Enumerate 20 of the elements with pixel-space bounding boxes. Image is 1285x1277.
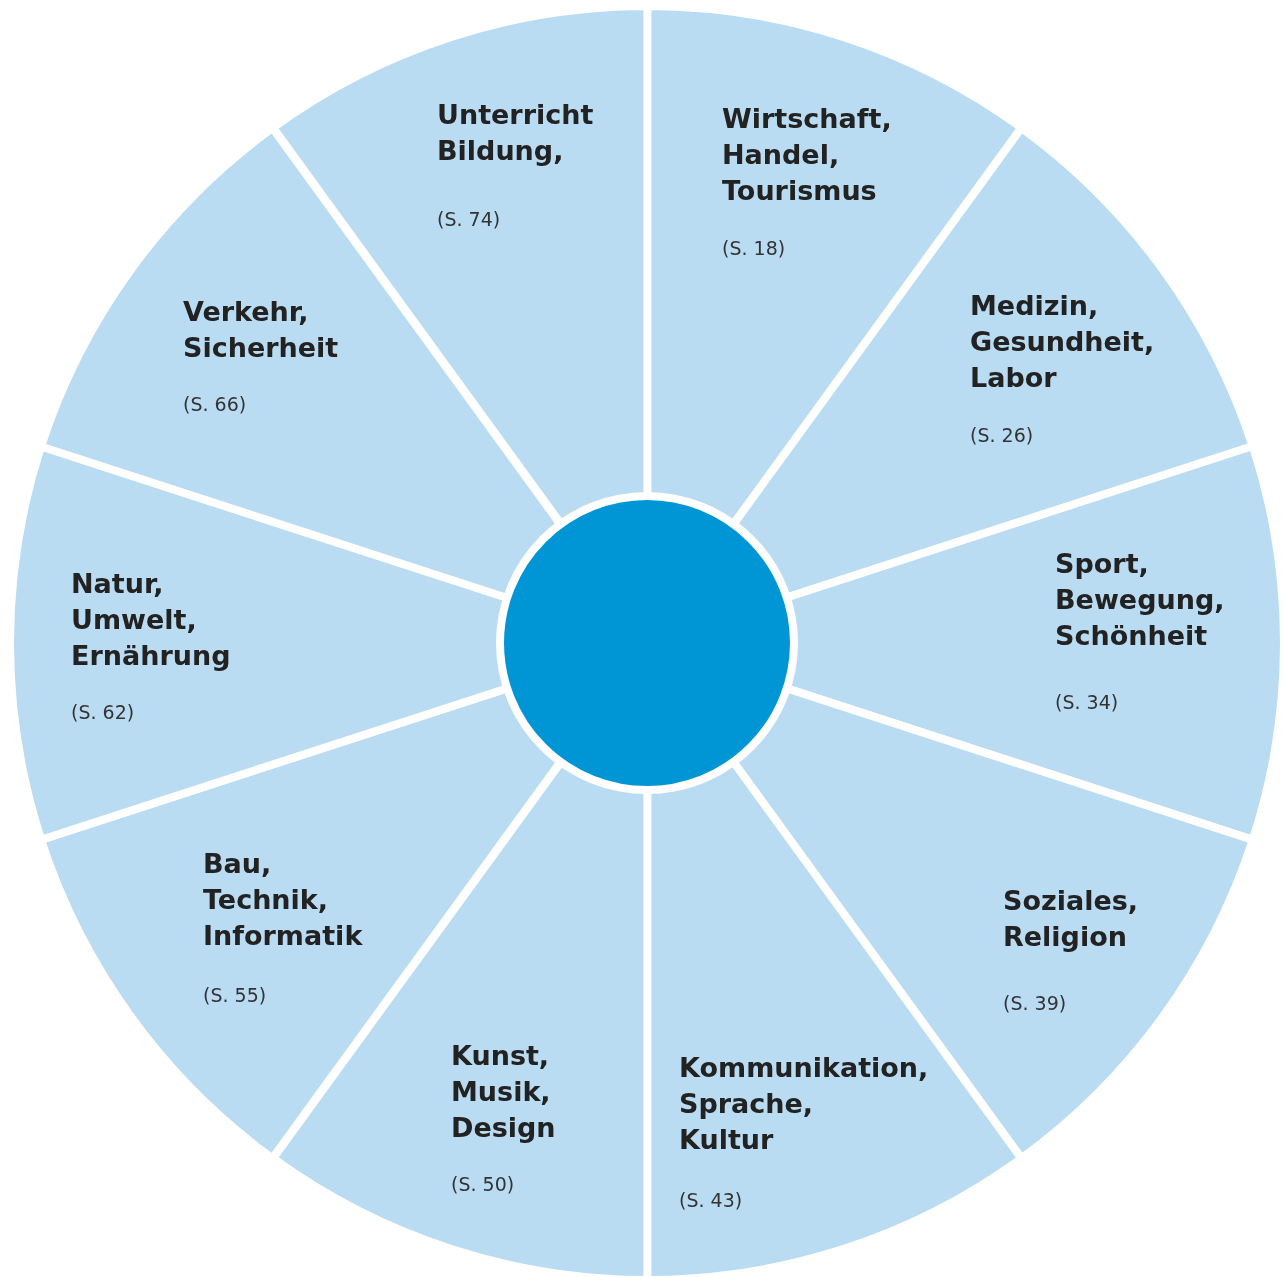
- page-reference: (S. 74): [437, 207, 501, 231]
- category-heading: Verkehr, Sicherheit: [183, 295, 339, 365]
- page-reference: (S. 18): [722, 236, 786, 260]
- page-reference: (S. 26): [970, 423, 1034, 447]
- page-reference: (S. 43): [679, 1188, 743, 1212]
- category-heading: Unterricht Bildung,: [437, 98, 594, 168]
- category-heading: Kommunikation, Sprache, Kultur: [679, 1051, 929, 1157]
- category-heading: Bau, Technik, Informatik: [203, 847, 363, 953]
- page-reference: (S. 50): [451, 1172, 515, 1196]
- page-reference: (S. 55): [203, 983, 267, 1007]
- category-heading: Medizin, Gesundheit, Labor: [970, 289, 1155, 395]
- page-reference: (S. 34): [1055, 690, 1119, 714]
- category-heading: Sport, Bewegung, Schönheit: [1055, 547, 1225, 653]
- page-reference: (S. 66): [183, 392, 247, 416]
- category-heading: Soziales, Religion: [1003, 884, 1139, 954]
- page-reference: (S. 62): [71, 700, 135, 724]
- page-reference: (S. 39): [1003, 991, 1067, 1015]
- category-heading: Kunst, Musik, Design: [451, 1039, 556, 1145]
- category-heading: Wirtschaft, Handel, Tourismus: [722, 102, 892, 208]
- category-heading: Natur, Umwelt, Ernährung: [71, 567, 231, 673]
